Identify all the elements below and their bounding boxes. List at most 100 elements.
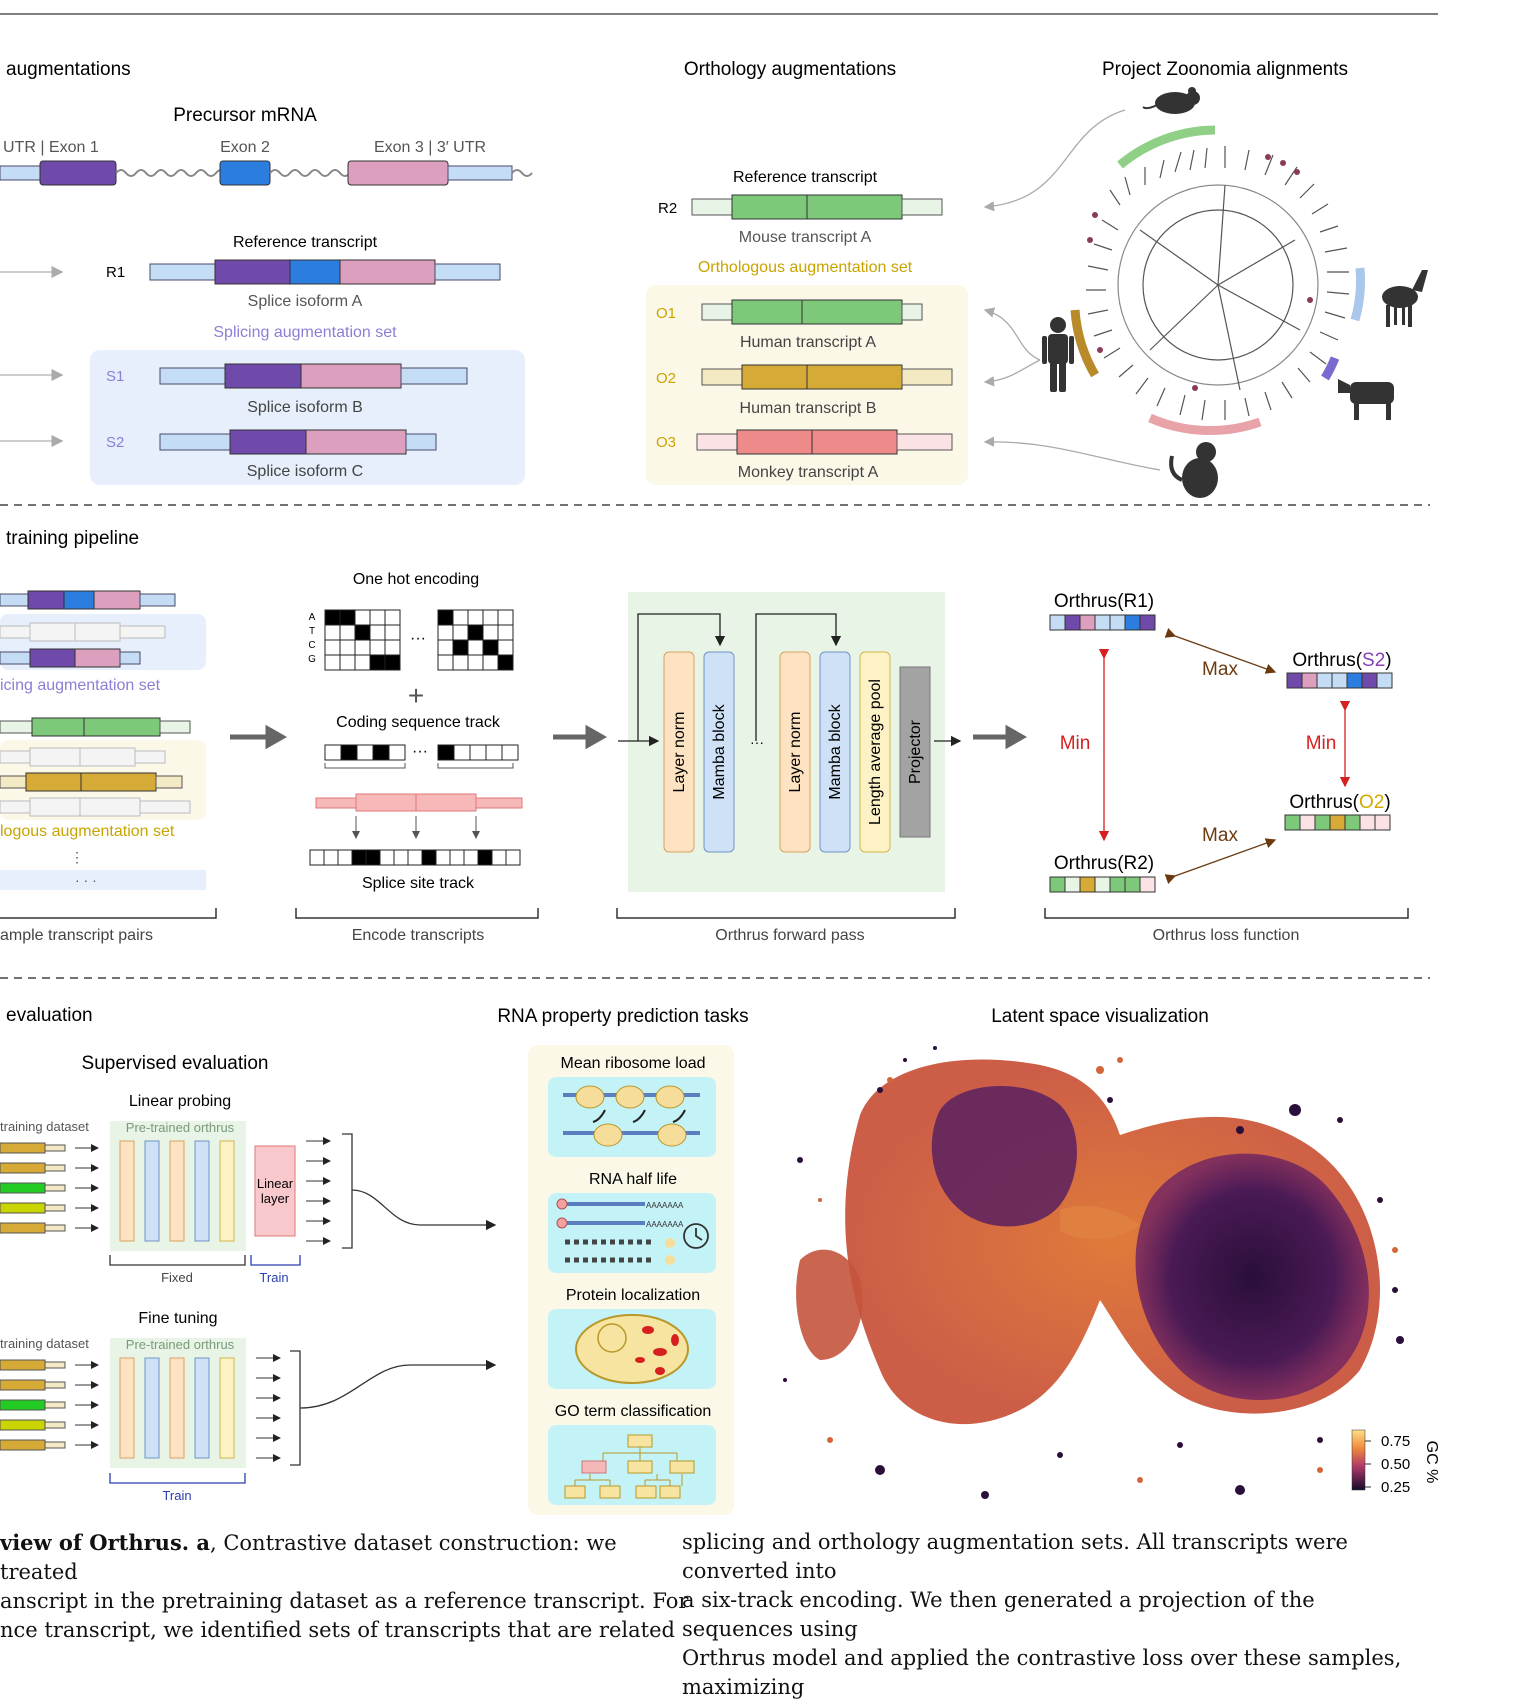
splice-cell (393, 849, 409, 866)
tree-leaf-dots (1087, 154, 1313, 391)
onehot-cell (497, 609, 514, 626)
dataset-bar (0, 1222, 46, 1234)
embedding-cell (1286, 672, 1303, 689)
model-layer (219, 1140, 235, 1242)
loss-function-label: Orthrus loss function (1153, 927, 1300, 944)
exon-label-3: Exon 3 | 3′ UTR (374, 139, 486, 156)
onehot-cell (369, 624, 386, 641)
layer-norm-1 (663, 651, 695, 853)
supervised-title: Supervised evaluation (82, 1053, 269, 1074)
onehot-cell (339, 654, 356, 671)
lp-connector (351, 1189, 497, 1231)
tree-pointer-arrows (983, 109, 1161, 471)
dataset-bar (0, 1439, 46, 1451)
dataset-bar-tail (44, 1204, 66, 1212)
pipeline-splicing-set: icing augmentation set (0, 677, 161, 694)
vertical-ellipsis: ⋮ (70, 849, 84, 865)
splicing-set-label: Splicing augmentation set (213, 324, 397, 341)
coding-cell (485, 744, 503, 761)
training-pipeline-title: training pipeline (6, 528, 139, 549)
layer-norm-1-label: Layer norm (671, 712, 688, 793)
model-layer (119, 1140, 135, 1242)
dataset-bar-tail (44, 1224, 66, 1232)
rna-tasks-panel (528, 1045, 734, 1515)
half-life-icon (548, 1193, 716, 1273)
dataset-bar-tail (44, 1144, 66, 1152)
orthrus-r2-label: Orthrus(R2) (1054, 853, 1154, 874)
onehot-cell (324, 639, 341, 656)
colorbar-tick-025: 0.25 (1381, 1479, 1410, 1496)
embedding-cell (1064, 614, 1081, 631)
tree-illustration (564, 1434, 695, 1499)
coding-cell (469, 744, 487, 761)
monkey-icon (1169, 442, 1218, 498)
nucleotide-c: C (308, 640, 315, 651)
coding-track-left (324, 744, 406, 761)
onehot-cell (369, 639, 386, 656)
embedding-cell (1139, 614, 1156, 631)
mouse-icon (1142, 87, 1200, 114)
projector-box (899, 666, 931, 838)
coding-cell (340, 744, 358, 761)
forward-pass-block: Layer norm Mamba block ··· Layer norm Ma… (616, 592, 962, 944)
augmentations-title: augmentations (6, 59, 131, 80)
colorbar-tick-075: 0.75 (1381, 1433, 1410, 1450)
embedding-cell (1284, 814, 1301, 831)
embedding-o2 (1284, 814, 1391, 831)
coding-cell (437, 744, 455, 761)
onehot-cell (339, 639, 356, 656)
phylogenetic-tree (1086, 146, 1350, 421)
onehot-grid-left (324, 609, 401, 671)
model-layer (144, 1357, 160, 1459)
onehot-cell (324, 654, 341, 671)
onehot-cell (452, 624, 469, 641)
splice-cell (407, 849, 423, 866)
splice-cell (505, 849, 521, 866)
onehot-cell (339, 609, 356, 626)
onehot-cell (324, 609, 341, 626)
embedding-cell (1299, 814, 1316, 831)
linear-layer-box (254, 1145, 296, 1237)
poly-a-tail-1: AAAAAAA (646, 1201, 684, 1210)
onehot-cell (354, 609, 371, 626)
caption-right-1: splicing and orthology augmentation sets… (682, 1530, 1348, 1583)
half-life-illustration: AAAAAAA AAAAAAA (556, 1198, 709, 1265)
encoding-block: One hot encoding A T C G ··· + Coding se… (295, 571, 539, 944)
onehot-cell (437, 609, 454, 626)
linear-probing-dataset (0, 1142, 99, 1234)
dataset-bar-tail (44, 1401, 66, 1409)
model-layer (194, 1140, 210, 1242)
colorbar-tick-050: 0.50 (1381, 1456, 1410, 1473)
transcript-o1 (701, 299, 923, 325)
precursor-title: Precursor mRNA (173, 105, 317, 126)
figure-canvas: augmentations Precursor mRNA UTR | Exon … (0, 13, 1440, 1515)
tree-clade-highlights (1070, 125, 1365, 436)
embedding-cell (1109, 876, 1126, 893)
onehot-cell (384, 654, 401, 671)
o3-label: O3 (656, 434, 676, 451)
orthrus-o2-label: Orthrus(O2) (1289, 792, 1390, 813)
ft-connector (299, 1359, 497, 1409)
lp-frozen-layers (119, 1140, 235, 1242)
embedding-cell (1374, 814, 1391, 831)
section-a: augmentations Precursor mRNA UTR | Exon … (0, 59, 1428, 498)
layer-norm-2 (779, 651, 811, 853)
umap-outlier-points (783, 1046, 1404, 1499)
splice-isoform-b: Splice isoform B (247, 399, 363, 416)
model-layer (169, 1357, 185, 1459)
dataset-bar-tail (44, 1164, 66, 1172)
embedding-cell (1124, 614, 1141, 631)
coding-track-title: Coding sequence track (336, 714, 501, 731)
exon-label-2: Exon 2 (220, 139, 270, 156)
splice-isoform-c: Splice isoform C (247, 463, 363, 480)
max-label-bottom: Max (1202, 825, 1238, 846)
onehot-cell (452, 654, 469, 671)
embedding-s2 (1286, 672, 1393, 689)
dataset-bar (0, 1182, 46, 1194)
umap-bridge (1060, 1205, 1140, 1240)
onehot-cell (437, 624, 454, 641)
ribosome-illustration (563, 1085, 700, 1147)
max-arrow-bottom (1164, 838, 1277, 884)
dataset-bar-tail (44, 1381, 66, 1389)
onehot-cell (482, 624, 499, 641)
